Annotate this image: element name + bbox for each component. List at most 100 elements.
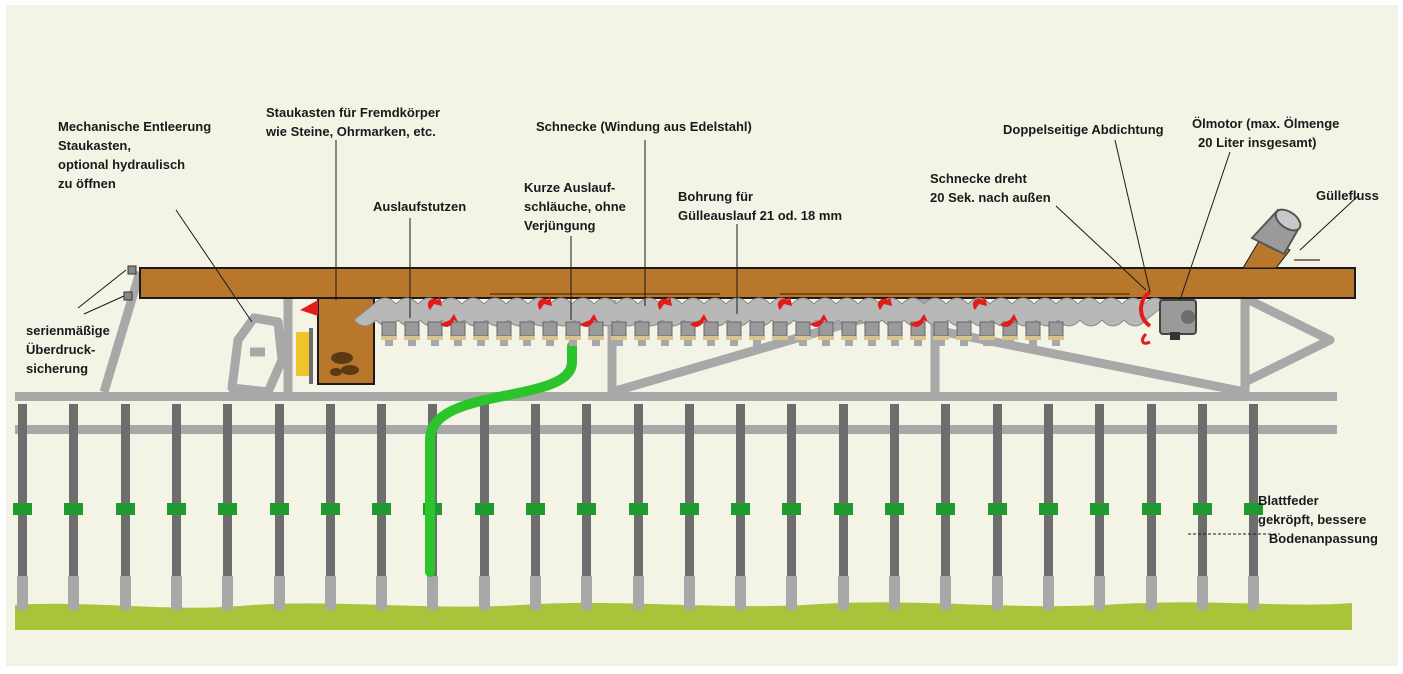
leaf-spring-rod (121, 404, 130, 576)
outlet-nozzle (473, 321, 489, 337)
leaf-spring-rod (326, 404, 335, 576)
rod-foot (838, 576, 849, 610)
label-line: Verjüngung (524, 218, 596, 233)
outlet-nozzle (496, 321, 512, 337)
label-line: Staukasten für Fremdkörper (266, 105, 441, 120)
arrow-icon (427, 296, 442, 310)
nozzle-tip (592, 340, 600, 346)
arrow-icon (537, 296, 552, 310)
nozzle-ring (680, 336, 696, 340)
nozzle-ring (1048, 336, 1064, 340)
label-line: Gülleauslauf 21 od. 18 mm (678, 208, 842, 223)
rod-foot (376, 576, 387, 610)
outlet-nozzle (979, 321, 995, 337)
nozzle-tip (454, 340, 462, 346)
leaf-spring-rod (839, 404, 848, 576)
arrow-icon (777, 296, 792, 310)
rod-clip (782, 503, 801, 515)
nozzle-tip (891, 340, 899, 346)
arrow-icon (580, 314, 598, 327)
rod-foot (786, 576, 797, 610)
leaf-spring-rod (736, 404, 745, 576)
rod-foot (479, 576, 490, 610)
rod-foot (222, 576, 233, 610)
rod-clip (1244, 503, 1263, 515)
outlet-nozzle (1048, 321, 1064, 337)
nozzle-tip (1006, 340, 1014, 346)
background-panel (6, 5, 1398, 666)
outlet-nozzle (381, 321, 397, 337)
nozzle-ring (611, 336, 627, 340)
nozzle-tip (477, 340, 485, 346)
nozzle-tip (776, 340, 784, 346)
nozzle-tip (845, 340, 853, 346)
nozzle-ring (726, 336, 742, 340)
nozzle-tip (546, 340, 554, 346)
label-line: Blattfeder (1258, 493, 1319, 508)
label-kurze-auslaufschlaeuche: Kurze Auslauf- schläuche, ohne Verjüngun… (524, 178, 626, 235)
nozzle-ring (887, 336, 903, 340)
nozzle-tip (615, 340, 623, 346)
rod-foot (274, 576, 285, 610)
outlet-nozzle (864, 321, 880, 337)
rod-foot (992, 576, 1003, 610)
nozzle-tip (431, 340, 439, 346)
nozzle-tip (960, 340, 968, 346)
leaf-spring-rod (377, 404, 386, 576)
nozzle-ring (1002, 336, 1018, 340)
label-bohrung: Bohrung für Gülleauslauf 21 od. 18 mm (678, 187, 842, 225)
rod-clip (116, 503, 135, 515)
nozzle-tip (937, 340, 945, 346)
nozzle-ring (772, 336, 788, 340)
leaf-spring-rod (993, 404, 1002, 576)
nozzle-tip (523, 340, 531, 346)
rod-foot (120, 576, 131, 610)
nozzle-ring (565, 336, 581, 340)
label-ueberdrucksicherung: serienmäßige Überdruck- sicherung (26, 321, 110, 378)
rod-foot (171, 576, 182, 610)
leaf-spring-rod (1198, 404, 1207, 576)
motor-icon (1159, 299, 1197, 340)
leaf-spring-rod (69, 404, 78, 576)
label-line: zu öffnen (58, 176, 116, 191)
label-staukasten: Staukasten für Fremdkörper wie Steine, O… (266, 103, 440, 141)
nozzle-ring (956, 336, 972, 340)
staukasten-hinge (309, 328, 313, 384)
distributor-beam (139, 267, 1356, 299)
label-schnecke: Schnecke (Windung aus Edelstahl) (536, 117, 752, 136)
nozzle-tip (684, 340, 692, 346)
outlet-nozzle (519, 321, 535, 337)
rod-foot (1043, 576, 1054, 610)
label-line: Bodenanpassung (1268, 531, 1378, 546)
nozzle-ring (933, 336, 949, 340)
label-line: Kurze Auslauf- (524, 180, 616, 195)
rod-clip (167, 503, 186, 515)
outlet-nozzle (703, 321, 719, 337)
rod-foot (17, 576, 28, 610)
leaf-spring-rod (531, 404, 540, 576)
hose (425, 341, 577, 577)
outlet-nozzle (841, 321, 857, 337)
rod-clip (475, 503, 494, 515)
rod-clip (1142, 503, 1161, 515)
nozzle-tip (500, 340, 508, 346)
leaf-spring-rod (480, 404, 489, 576)
nozzle-ring (381, 336, 397, 340)
rod-clip (321, 503, 340, 515)
rod-foot (530, 576, 541, 610)
leaf-spring-rod (582, 404, 591, 576)
nozzle-ring (519, 336, 535, 340)
nozzle-ring (910, 336, 926, 340)
outlet-nozzle (634, 321, 650, 337)
rail-lower (15, 425, 1337, 434)
label-line: Schnecke dreht (930, 171, 1027, 186)
rod-clip (526, 503, 545, 515)
leaf-spring-rod (634, 404, 643, 576)
rod-clip (885, 503, 904, 515)
arrow-icon (877, 296, 892, 310)
rod-foot (1146, 576, 1157, 610)
nozzle-ring (864, 336, 880, 340)
nozzle-ring (749, 336, 765, 340)
nozzle-ring (841, 336, 857, 340)
